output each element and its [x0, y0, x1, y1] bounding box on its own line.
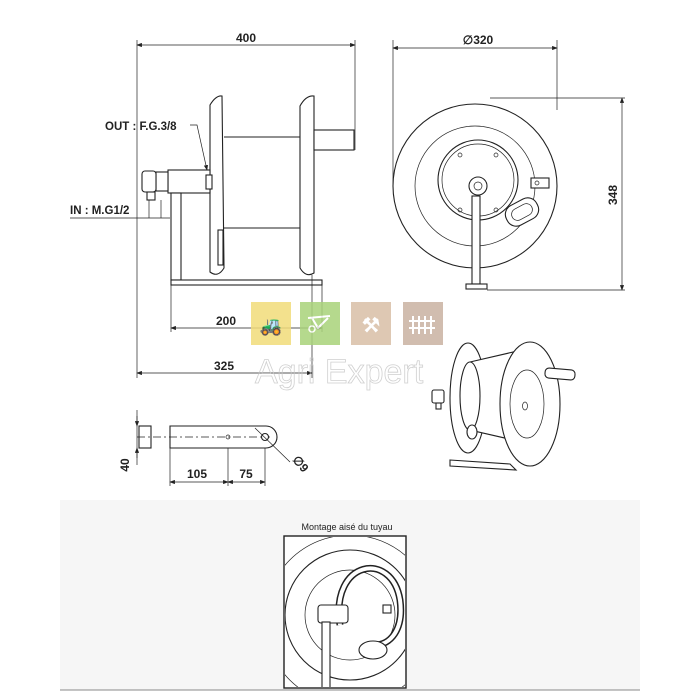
base-plate [170, 279, 323, 286]
isometric-view [431, 341, 576, 471]
brand-watermark: Agri Expert [255, 353, 424, 391]
detail-caption: Montage aisé du tuyau [301, 522, 392, 532]
agri-expert-watermark: 🚜 ⚒ Agri Expert [251, 302, 443, 391]
stand-post [170, 192, 182, 281]
fence-icon [403, 302, 443, 345]
side-view: 400 OUT : F.G.3/8 IN : M.G1/2 200 [70, 31, 356, 378]
iso-flange [499, 341, 561, 467]
dim-axis-length: 325 [214, 359, 234, 373]
dim-hole-spacing-2: 75 [239, 467, 253, 481]
tools-icon [351, 302, 391, 345]
detail-section: Montage aisé du tuyau [60, 500, 640, 691]
dim-diameter: ∅320 [463, 33, 494, 47]
crank-shaft [313, 129, 355, 151]
tractor-icon [251, 302, 291, 345]
right-flange [299, 95, 315, 276]
wheelbarrow-icon [300, 302, 340, 345]
dim-height: 348 [606, 185, 620, 205]
hub [468, 176, 488, 196]
dim-base-length: 200 [216, 314, 236, 328]
dim-hole-spacing-1: 105 [187, 467, 207, 481]
front-view: ∅320 348 [392, 33, 625, 291]
label-out: OUT : F.G.3/8 [105, 121, 177, 133]
swivel-fitting [167, 169, 211, 194]
dim-hole-diameter: ∅9 [290, 453, 312, 475]
bracket-view: 40 105 75 ∅9 [118, 410, 312, 486]
stand-rod [471, 195, 481, 285]
svg-text:🚜: 🚜 [260, 316, 282, 336]
dim-overall-length: 400 [236, 31, 256, 45]
label-in: IN : M.G1/2 [70, 205, 129, 217]
dim-bracket-width: 40 [118, 458, 132, 472]
svg-text:⚒: ⚒ [362, 315, 380, 337]
